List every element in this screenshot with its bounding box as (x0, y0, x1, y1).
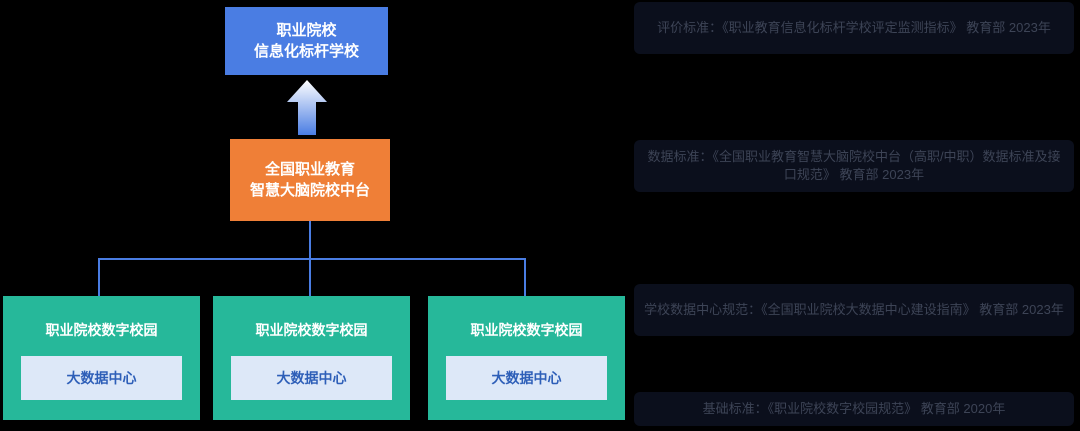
benchmark-school-line1: 职业院校 (276, 22, 337, 39)
standard-basic: 基础标准：《职业院校数字校园规范》 教育部 2020年 (634, 392, 1074, 426)
big-data-center-box: 大数据中心 (21, 356, 182, 400)
big-data-center-box: 大数据中心 (446, 356, 607, 400)
up-arrow-icon (287, 80, 327, 135)
big-data-center-box: 大数据中心 (231, 356, 392, 400)
connector-drop-right (524, 258, 526, 296)
standard-data: 数据标准：《全国职业教育智慧大脑院校中台（高职/中职）数据标准及接口规范》 教育… (634, 140, 1074, 192)
digital-campus-title: 职业院校数字校园 (255, 322, 368, 338)
standard-school-data-center: 学校数据中心规范：《全国职业院校大数据中心建设指南》 教育部 2023年 (634, 284, 1074, 336)
connector-horizontal (98, 258, 526, 260)
digital-campus-box-1: 职业院校数字校园 大数据中心 (3, 296, 200, 420)
platform-line2: 智慧大脑院校中台 (249, 182, 370, 199)
connector-vertical-main (309, 221, 311, 259)
connector-drop-left (98, 258, 100, 296)
digital-campus-box-2: 职业院校数字校园 大数据中心 (213, 296, 410, 420)
wisdom-brain-platform-box: 全国职业教育 智慧大脑院校中台 (230, 139, 390, 221)
digital-campus-title: 职业院校数字校园 (45, 322, 158, 338)
benchmark-school-box: 职业院校 信息化标杆学校 (225, 7, 388, 75)
connector-drop-center (309, 258, 311, 296)
digital-campus-box-3: 职业院校数字校园 大数据中心 (428, 296, 625, 420)
benchmark-school-line2: 信息化标杆学校 (253, 43, 359, 60)
digital-campus-title: 职业院校数字校园 (470, 322, 583, 338)
platform-line1: 全国职业教育 (264, 161, 355, 178)
standard-evaluation: 评价标准：《职业教育信息化标杆学校评定监测指标》 教育部 2023年 (634, 2, 1074, 54)
